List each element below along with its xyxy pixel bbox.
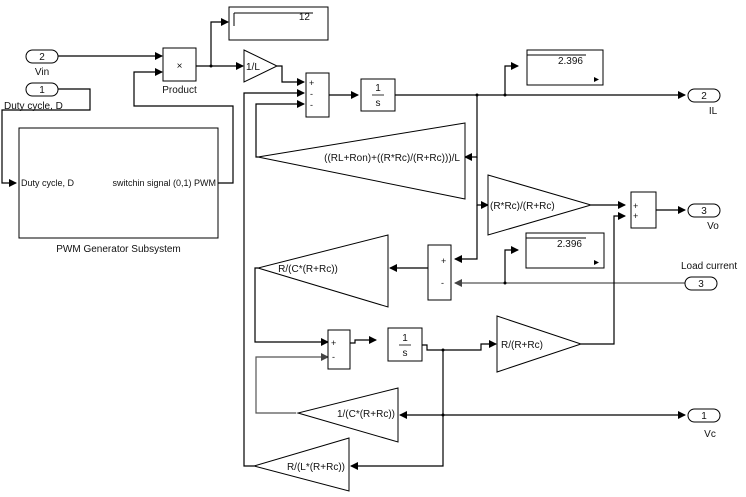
integrator-il[interactable]: 1 s bbox=[360, 78, 396, 112]
sum-sign: - bbox=[310, 100, 313, 110]
pwm-generator-subsystem[interactable]: Duty cycle, D switchin signal (0,1) PWM … bbox=[18, 127, 219, 255]
sum-il[interactable]: + - - bbox=[305, 72, 330, 118]
inport-label: Vin bbox=[35, 67, 49, 78]
wire-il-display bbox=[504, 62, 519, 95]
inport-load-current[interactable]: 3 Load current bbox=[681, 261, 737, 291]
wire-gain2-vcsum bbox=[255, 353, 329, 414]
inport-label: Load current bbox=[681, 261, 737, 272]
wire-load-display bbox=[504, 246, 519, 283]
outport-label: IL bbox=[709, 106, 718, 117]
product-label: Product bbox=[162, 85, 197, 96]
integrator-numerator: 1 bbox=[402, 333, 408, 344]
sum-vo[interactable]: + + bbox=[630, 191, 657, 229]
product-symbol: × bbox=[177, 61, 183, 72]
display-value: 2.396 bbox=[558, 56, 583, 67]
sum-sign: - bbox=[310, 89, 313, 99]
subsystem-input-label: Duty cycle, D bbox=[21, 178, 75, 188]
sum-sign: + bbox=[633, 201, 638, 211]
outport-number: 2 bbox=[701, 91, 707, 102]
gain-expr: 1/(C*(R+Rc)) bbox=[337, 409, 395, 420]
outport-number: 3 bbox=[701, 206, 707, 217]
inport-label: Duty cycle, D bbox=[4, 101, 63, 112]
sum-sign: - bbox=[441, 278, 444, 288]
sum-sign: + bbox=[633, 211, 638, 221]
inport-number: 1 bbox=[39, 85, 45, 96]
gain-rl-ron[interactable]: ((RL+Ron)+((R*Rc)/(R+Rc)))/L bbox=[257, 122, 466, 200]
sum-sign: + bbox=[331, 338, 336, 348]
wire-vc-rl-gain bbox=[350, 350, 444, 470]
gain-expr: ((RL+Ron)+((R*Rc)/(R+Rc)))/L bbox=[324, 153, 460, 164]
wire-feedback-ron bbox=[255, 100, 305, 158]
gain-r-over-l[interactable]: R/(L*(R+Rc)) bbox=[252, 437, 350, 492]
wires bbox=[1, 18, 686, 470]
gain-expr: R/(L*(R+Rc)) bbox=[287, 462, 345, 473]
integrator-vc[interactable]: 1 s bbox=[387, 327, 423, 362]
wire-product-display bbox=[210, 18, 229, 66]
inport-number: 2 bbox=[39, 52, 45, 63]
wire-duty-subsystem bbox=[1, 88, 91, 187]
outport-label: Vo bbox=[707, 221, 719, 232]
inport-duty-cycle[interactable]: 1 Duty cycle, D bbox=[4, 82, 63, 112]
inport-number: 3 bbox=[698, 279, 704, 290]
wire-feedback-rl bbox=[243, 89, 305, 467]
subsystem-label: PWM Generator Subsystem bbox=[56, 244, 180, 255]
sum-sign: - bbox=[332, 352, 335, 362]
wire-il-capsum bbox=[454, 205, 478, 263]
integrator-denominator: s bbox=[376, 98, 381, 109]
outport-vc[interactable]: 1 Vc bbox=[687, 408, 721, 440]
sum-cap[interactable]: + - bbox=[427, 244, 452, 301]
wire-rrrc-sumvo bbox=[581, 212, 626, 345]
gain-1-over-l[interactable]: 1/L bbox=[243, 49, 279, 83]
gain-expr: 1/L bbox=[246, 62, 260, 73]
outport-number: 1 bbox=[701, 411, 707, 422]
outport-label: Vc bbox=[704, 429, 716, 440]
gain-r-rc-parallel[interactable]: (R*Rc)/(R+Rc) bbox=[487, 174, 593, 236]
sum-sign: + bbox=[309, 78, 314, 88]
display-value: 12 bbox=[299, 12, 311, 23]
wire-il-ron-gain bbox=[464, 95, 478, 161]
gain-expr: R/(C*(R+Rc)) bbox=[278, 264, 338, 275]
gain-expr: (R*Rc)/(R+Rc) bbox=[490, 201, 555, 212]
inport-vin[interactable]: 2 Vin bbox=[25, 49, 59, 78]
integrator-numerator: 1 bbox=[375, 83, 381, 94]
outport-vo[interactable]: 3 Vo bbox=[687, 203, 721, 232]
wire-vcsum-integrator bbox=[350, 336, 377, 344]
subsystem-output-label: switchin signal (0,1) PWM bbox=[112, 178, 216, 188]
wire-gain-sum bbox=[277, 65, 305, 86]
outport-il[interactable]: 2 IL bbox=[687, 88, 721, 117]
display-il[interactable]: 2.396 bbox=[526, 49, 604, 86]
integrator-denominator: s bbox=[403, 348, 408, 359]
gain-r-over-r-rc[interactable]: R/(R+Rc) bbox=[496, 315, 583, 373]
wire-pwm-product bbox=[133, 68, 234, 184]
display-vin[interactable]: 12 bbox=[228, 6, 329, 41]
gain-expr: R/(R+Rc) bbox=[501, 340, 543, 351]
display-load[interactable]: 2.396 bbox=[525, 232, 605, 269]
gain-1-over-c[interactable]: 1/(C*(R+Rc)) bbox=[296, 387, 399, 443]
sum-sign: + bbox=[441, 256, 446, 266]
product-block[interactable]: × Product bbox=[162, 47, 197, 96]
sum-vc[interactable]: + - bbox=[327, 329, 351, 370]
display-value: 2.396 bbox=[557, 239, 582, 250]
gain-r-over-c[interactable]: R/(C*(R+Rc)) bbox=[256, 234, 389, 308]
wire-integrator-rrrc bbox=[422, 340, 497, 351]
wire-il-rrc-gain bbox=[476, 157, 489, 209]
